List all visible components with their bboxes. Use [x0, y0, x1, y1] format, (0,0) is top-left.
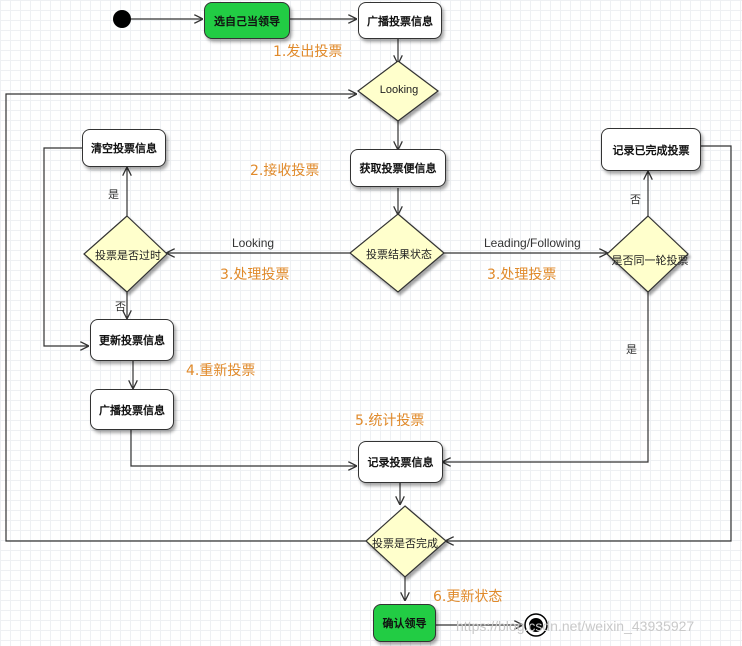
- step-4-label: 4.重新投票: [186, 363, 256, 379]
- edge-label-leading-following: Leading/Following: [484, 236, 581, 250]
- step-3-right-label: 3.处理投票: [487, 267, 557, 283]
- broadcast-vote-node-left[interactable]: 广播投票信息: [90, 389, 174, 430]
- end-node-inner: [529, 618, 543, 632]
- watermark-text: https://blog.csdn.net/weixin_43935927: [456, 618, 695, 634]
- decision-vote-expired: [83, 215, 168, 293]
- edge-label-looking: Looking: [232, 236, 275, 250]
- edge-label-yes-left: 是: [108, 188, 119, 201]
- edge-done-to-complete: [446, 145, 732, 541]
- vote-complete-decision-label: 投票是否完成: [372, 537, 438, 550]
- decision-vote-complete: [365, 505, 447, 578]
- start-node: [113, 10, 131, 28]
- edge-sameround-to-record: [443, 292, 649, 462]
- update-vote-node[interactable]: 更新投票信息: [90, 319, 174, 361]
- edge-label-no-right: 否: [630, 193, 641, 206]
- edge-label-yes-right: 是: [626, 343, 637, 356]
- record-done-node[interactable]: 记录已完成投票: [601, 128, 701, 171]
- looking-decision-label: Looking: [379, 84, 419, 96]
- same-round-decision-label: 是否同一轮投票: [611, 254, 689, 267]
- broadcast-vote-node-top[interactable]: 广播投票信息: [358, 2, 442, 39]
- decision-vote-state: [349, 213, 445, 293]
- vote-state-decision-label: 投票结果状态: [366, 248, 432, 261]
- decision-same-round: [606, 215, 689, 293]
- vote-expired-decision-label: 投票是否过时: [95, 249, 161, 262]
- edge-complete-to-looking: [5, 94, 366, 542]
- step-3-left-label: 3.处理投票: [220, 267, 290, 283]
- fetch-vote-node[interactable]: 获取投票便信息: [350, 149, 446, 187]
- step-5-label: 5.统计投票: [355, 413, 425, 429]
- edge-label-no-left: 否: [115, 300, 126, 313]
- decision-looking: [357, 60, 439, 122]
- clear-vote-node[interactable]: 清空投票信息: [82, 129, 166, 167]
- step-2-label: 2.接收投票: [250, 163, 320, 179]
- select-leader-node[interactable]: 选自己当领导: [204, 2, 290, 39]
- record-vote-node[interactable]: 记录投票信息: [358, 441, 443, 483]
- edge-broadcast-to-record: [130, 430, 356, 466]
- step-1-label: 1.发出投票: [273, 44, 343, 60]
- confirm-leader-node[interactable]: 确认领导: [373, 604, 436, 642]
- edge-clear-to-update: [43, 147, 88, 346]
- step-6-label: 6.更新状态: [433, 589, 503, 605]
